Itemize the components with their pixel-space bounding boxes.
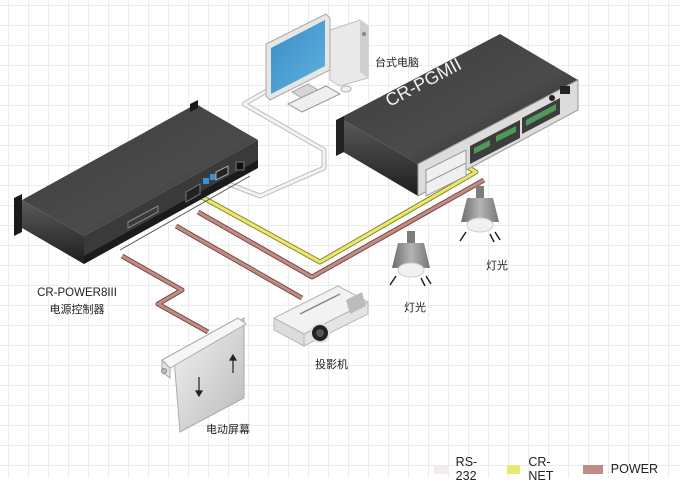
screen-label: 电动屏幕	[206, 423, 250, 436]
legend-label-power: POWER	[610, 462, 658, 476]
legend-swatch-crnet	[506, 464, 521, 474]
legend-item-crnet: CR-NET	[506, 455, 561, 483]
power-controller-name-label: 电源控制器	[49, 303, 105, 316]
legend-item-power: POWER	[582, 462, 658, 476]
projector-label: 投影机	[315, 358, 348, 371]
legend-swatch-rs232	[434, 464, 448, 474]
power-controller-model-label: CR-POWER8III	[37, 287, 117, 299]
legend-swatch-power	[582, 464, 603, 474]
motorized-screen	[161, 317, 247, 433]
light-fixture-2	[459, 186, 501, 243]
power-controller-device	[14, 100, 258, 264]
rs232-cable	[207, 85, 327, 199]
light-label-1: 灯光	[404, 301, 426, 314]
pgm-host-device	[336, 34, 579, 197]
desktop-pc	[265, 13, 369, 113]
legend-item-rs232: RS-232	[434, 455, 485, 483]
light-label-2: 灯光	[486, 259, 508, 272]
legend: RS-232 CR-NET POWER	[434, 455, 680, 483]
power-cables	[120, 177, 486, 335]
desktop-pc-label: 台式电脑	[375, 56, 419, 69]
projector-device	[272, 285, 370, 347]
legend-label-rs232: RS-232	[455, 455, 478, 483]
legend-label-crnet: CR-NET	[528, 455, 554, 483]
light-fixture-1	[389, 231, 432, 287]
